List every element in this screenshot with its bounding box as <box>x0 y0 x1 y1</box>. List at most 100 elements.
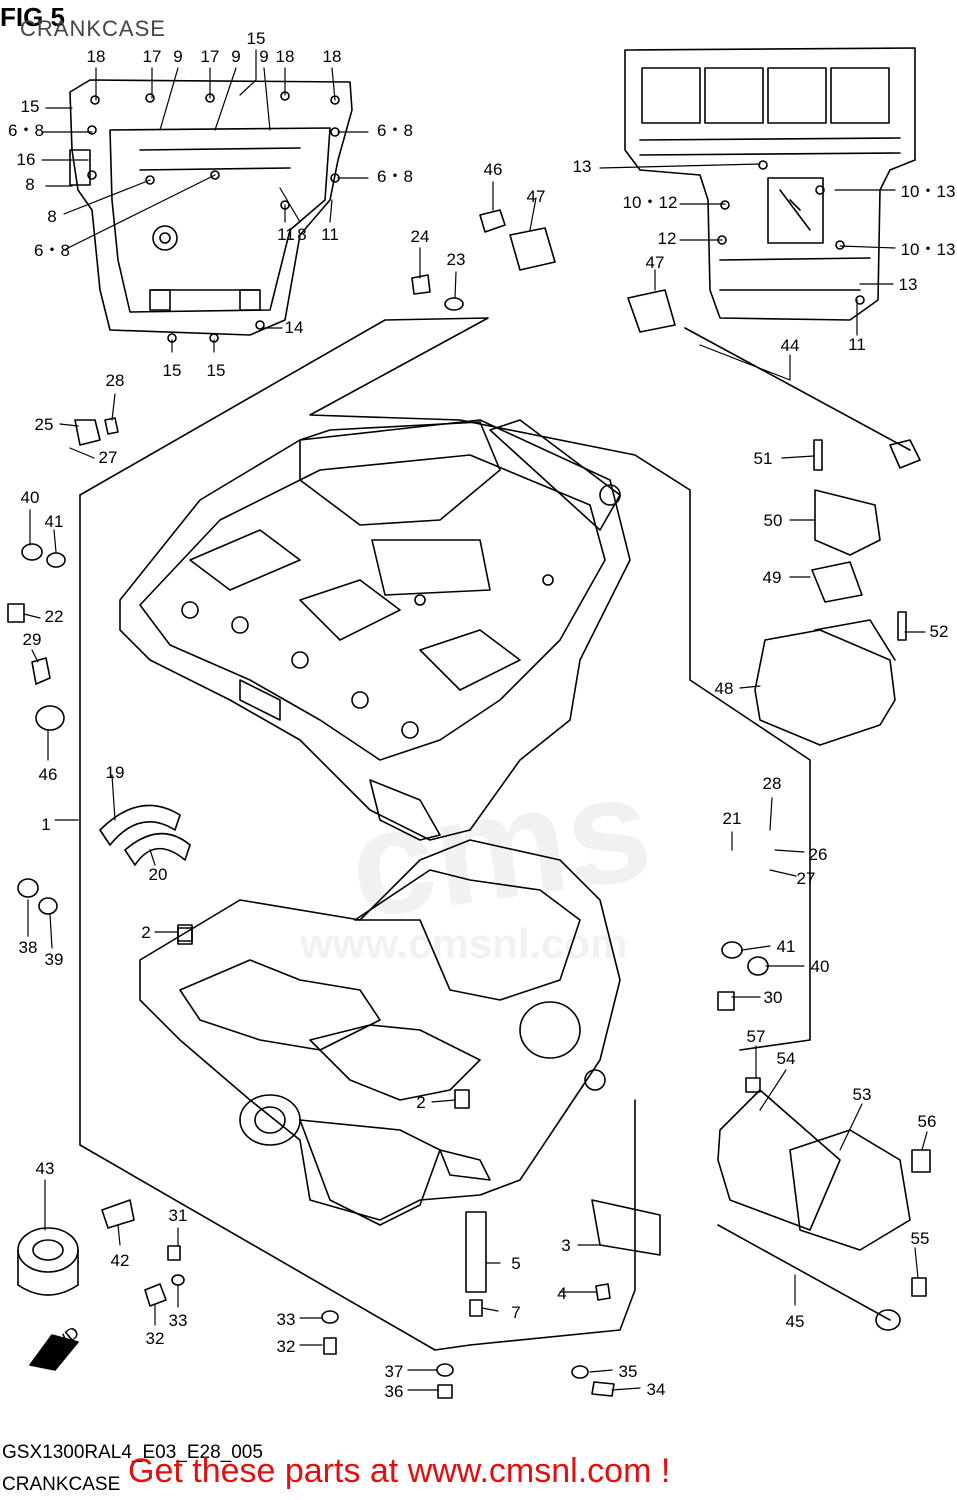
callout-2: 2 <box>416 1093 425 1112</box>
callout-26: 26 <box>809 845 828 864</box>
callout-6・8: 6・8 <box>377 167 413 186</box>
callout-22: 22 <box>45 607 64 626</box>
callout-49: 49 <box>763 568 782 587</box>
callout-30: 30 <box>764 988 783 1007</box>
callout-9: 9 <box>231 47 240 66</box>
callout-6・8: 6・8 <box>34 241 70 260</box>
small-parts <box>7 209 931 1399</box>
callout-44: 44 <box>781 336 800 355</box>
callout-45: 45 <box>786 1312 805 1331</box>
callout-39: 39 <box>45 950 64 969</box>
callout-51: 51 <box>754 449 773 468</box>
callout-21: 21 <box>723 809 742 828</box>
callout-52: 52 <box>930 622 949 641</box>
exploded-view-boundary <box>79 317 811 1351</box>
callout-6・8: 6・8 <box>377 121 413 140</box>
figure-title: FIG 5 <box>0 2 66 32</box>
callout-4: 4 <box>557 1284 566 1303</box>
callout-41: 41 <box>45 512 64 531</box>
callout-57: 57 <box>747 1027 766 1046</box>
callout-48: 48 <box>715 679 734 698</box>
callout-32: 32 <box>277 1337 296 1356</box>
callout-20: 20 <box>149 865 168 884</box>
callout-8: 8 <box>47 207 56 226</box>
callout-50: 50 <box>764 511 783 530</box>
callout-18: 18 <box>87 47 106 66</box>
callout-34: 34 <box>647 1380 666 1399</box>
callout-38: 38 <box>19 938 38 957</box>
callout-29: 29 <box>23 630 42 649</box>
callout-15: 15 <box>247 29 266 48</box>
callout-15: 15 <box>163 361 182 380</box>
crank-bearing-halves <box>99 804 191 866</box>
callout-9: 9 <box>259 47 268 66</box>
callout-11: 11 <box>848 335 866 354</box>
callout-40: 40 <box>21 488 40 507</box>
lower-crankcase-inset <box>69 79 353 343</box>
callout-27: 27 <box>99 448 118 467</box>
callout-55: 55 <box>911 1229 930 1248</box>
callout-46: 46 <box>39 765 58 784</box>
callout-13: 13 <box>899 275 918 294</box>
callout-19: 19 <box>106 763 125 782</box>
callout-25: 25 <box>35 415 54 434</box>
callout-17: 17 <box>201 47 220 66</box>
callout-5: 5 <box>511 1254 520 1273</box>
promo-link-text[interactable]: Get these parts at www.cmsnl.com ! <box>128 1452 671 1490</box>
callout-28: 28 <box>106 371 125 390</box>
callout-28: 28 <box>763 774 782 793</box>
callout-12: 12 <box>658 229 677 248</box>
callout-35: 35 <box>619 1362 638 1381</box>
callout-8: 8 <box>25 175 34 194</box>
callout-31: 31 <box>169 1206 188 1225</box>
upper-crankcase-inset <box>624 47 916 321</box>
callout-11: 11 <box>321 225 339 244</box>
callout-37: 37 <box>385 1362 404 1381</box>
callout-18: 18 <box>323 47 342 66</box>
callout-18: 18 <box>276 47 295 66</box>
callout-7: 7 <box>511 1303 520 1322</box>
callout-56: 56 <box>918 1112 937 1131</box>
upper-crankcase <box>119 419 631 841</box>
callout-1: 1 <box>41 815 50 834</box>
callout-2: 2 <box>141 923 150 942</box>
callout-54: 54 <box>777 1049 796 1068</box>
callout-8: 8 <box>297 225 306 244</box>
callout-leaders <box>23 49 928 1391</box>
callout-3: 3 <box>561 1236 570 1255</box>
figure-subtitle: CRANKCASE <box>20 16 166 41</box>
callout-13: 13 <box>573 157 592 176</box>
callout-11: 11 <box>277 225 295 244</box>
watermark-url: www.cmsnl.com <box>300 920 628 967</box>
callout-40: 40 <box>811 957 830 976</box>
lower-crankcase <box>139 839 621 1226</box>
diagram-code: GSX1300RAL4_E03_E28_005 <box>2 1442 263 1463</box>
callout-33: 33 <box>277 1310 296 1329</box>
callout-47: 47 <box>646 253 665 272</box>
callout-41: 41 <box>777 937 796 956</box>
callout-16: 16 <box>17 150 36 169</box>
callout-10・13: 10・13 <box>901 240 956 259</box>
callout-43: 43 <box>36 1159 55 1178</box>
callout-9: 9 <box>173 47 182 66</box>
callout-42: 42 <box>111 1251 130 1270</box>
callout-15: 15 <box>207 361 226 380</box>
callout-10・13: 10・13 <box>901 182 956 201</box>
callout-14: 14 <box>285 318 304 337</box>
callout-32: 32 <box>146 1329 165 1348</box>
callout-23: 23 <box>447 250 466 269</box>
diagram-name: CRANKCASE <box>2 1474 121 1495</box>
callout-27: 27 <box>797 869 816 888</box>
callout-36: 36 <box>385 1382 404 1401</box>
callout-47: 47 <box>527 187 546 206</box>
callout-53: 53 <box>853 1085 872 1104</box>
callout-46: 46 <box>484 160 503 179</box>
callout-15: 15 <box>21 97 40 116</box>
callout-10・12: 10・12 <box>623 193 678 212</box>
callout-17: 17 <box>143 47 162 66</box>
callout-6・8: 6・8 <box>8 121 44 140</box>
callout-33: 33 <box>169 1311 188 1330</box>
callout-24: 24 <box>411 227 430 246</box>
